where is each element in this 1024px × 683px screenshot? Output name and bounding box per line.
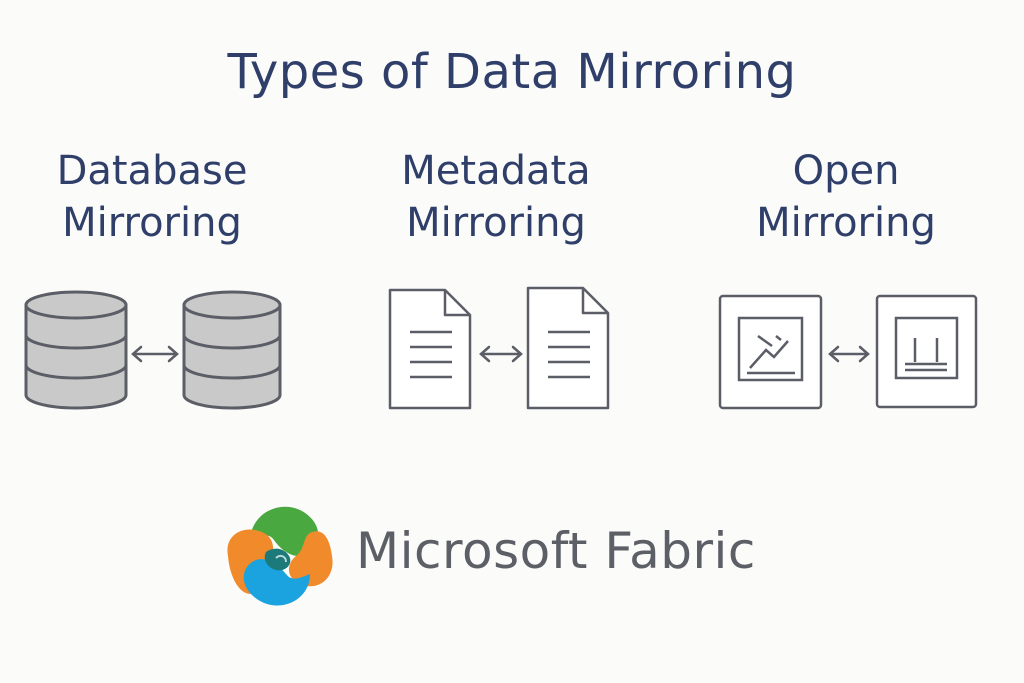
brand-name: Microsoft Fabric [356, 522, 756, 580]
microsoft-fabric-logo [227, 506, 333, 606]
database-mirroring-line-2: Mirroring [62, 200, 242, 246]
database-mirroring-heading: Database Mirroring [2, 145, 302, 249]
open-mirroring-heading: Open Mirroring [696, 145, 996, 249]
metadata-mirroring-line-1: Metadata [401, 148, 591, 194]
document-icon [388, 288, 472, 410]
framed-image-icon [875, 294, 978, 409]
open-mirroring-line-1: Open [792, 148, 900, 194]
double-arrow-icon [828, 345, 870, 363]
metadata-mirroring-line-2: Mirroring [406, 200, 586, 246]
open-mirroring-line-2: Mirroring [756, 200, 936, 246]
page-title: Types of Data Mirroring [227, 44, 797, 100]
metadata-mirroring-heading: Metadata Mirroring [346, 145, 646, 249]
database-icon [24, 290, 128, 410]
document-icon [526, 286, 610, 410]
double-arrow-icon [479, 345, 523, 363]
microsoft-fabric-brand: Microsoft Fabric [220, 496, 820, 616]
database-icon [182, 290, 282, 410]
framed-image-icon [718, 294, 823, 410]
database-mirroring-line-1: Database [56, 148, 248, 194]
double-arrow-icon [131, 345, 179, 363]
